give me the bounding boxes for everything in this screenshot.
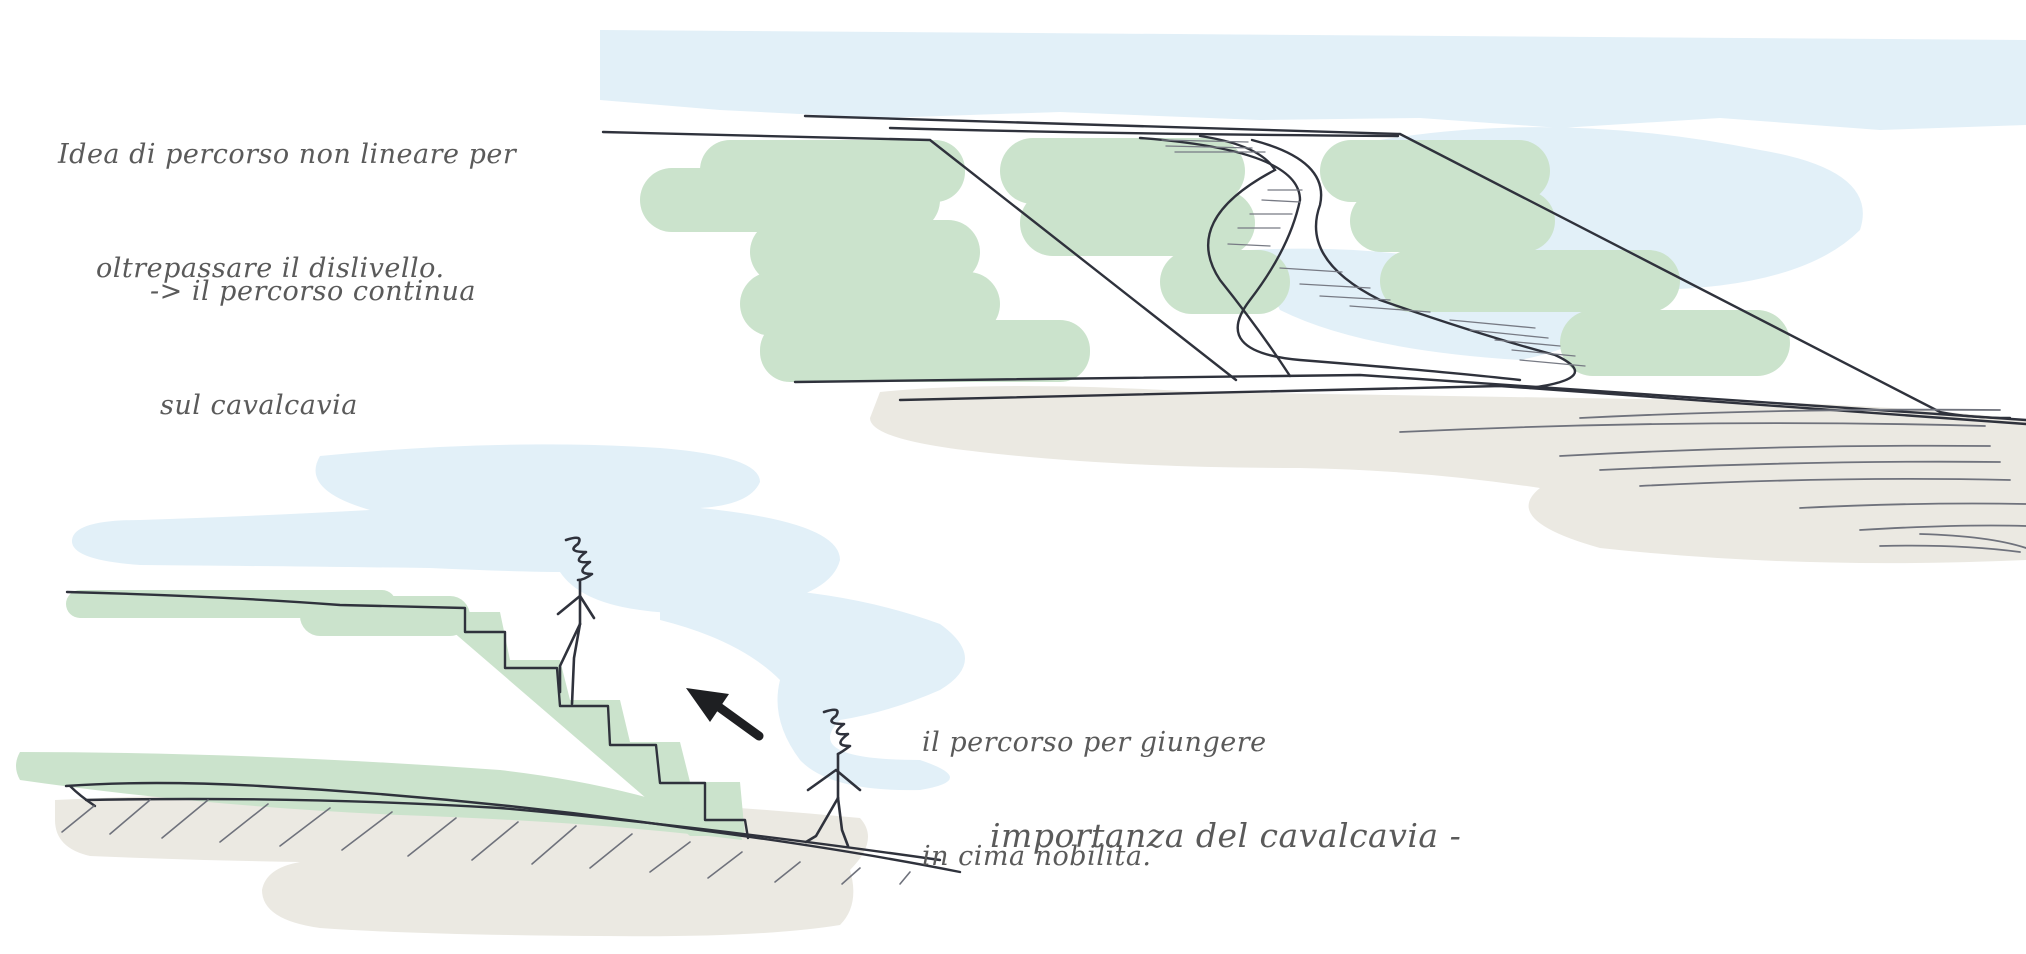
arrow-icon — [686, 688, 764, 741]
stick-figure-icon — [556, 536, 596, 706]
ground-wash-top — [870, 386, 2026, 564]
ground-hatching-bottom — [61, 799, 911, 885]
greenery-wash-top — [640, 138, 1790, 382]
bottom-sketch — [16, 444, 965, 937]
overpass-continuation-line-2: sul cavalcavia — [160, 390, 358, 421]
stick-figure-icon — [804, 708, 862, 848]
overpass-continuation-note: -> il percorso continua sul cavalcavia — [150, 197, 476, 463]
route-idea-line-2: oltrepassare il dislivello. — [96, 253, 445, 284]
overpass-continuation-line-1: -> il percorso continua — [150, 276, 476, 307]
ground-hatching-top — [1399, 408, 2026, 553]
ennobled-route-line-1: il percorso per giungere — [922, 727, 1267, 758]
ennobled-route-line-2: in cima nobilita. — [922, 841, 1152, 872]
ennobled-route-note: il percorso per giungere in cima nobilit… — [922, 648, 1267, 914]
top-sketch — [600, 30, 2026, 564]
ramp-hatching — [1161, 139, 1586, 367]
route-idea-line-1: Idea di percorso non lineare per — [58, 139, 517, 170]
sky-wash-bottom — [71, 444, 965, 791]
route-idea-note: Idea di percorso non lineare per oltrepa… — [58, 60, 516, 326]
stairs-and-path — [64, 590, 962, 874]
overpass-importance-note: importanza del cavalcavia - — [990, 816, 1462, 855]
